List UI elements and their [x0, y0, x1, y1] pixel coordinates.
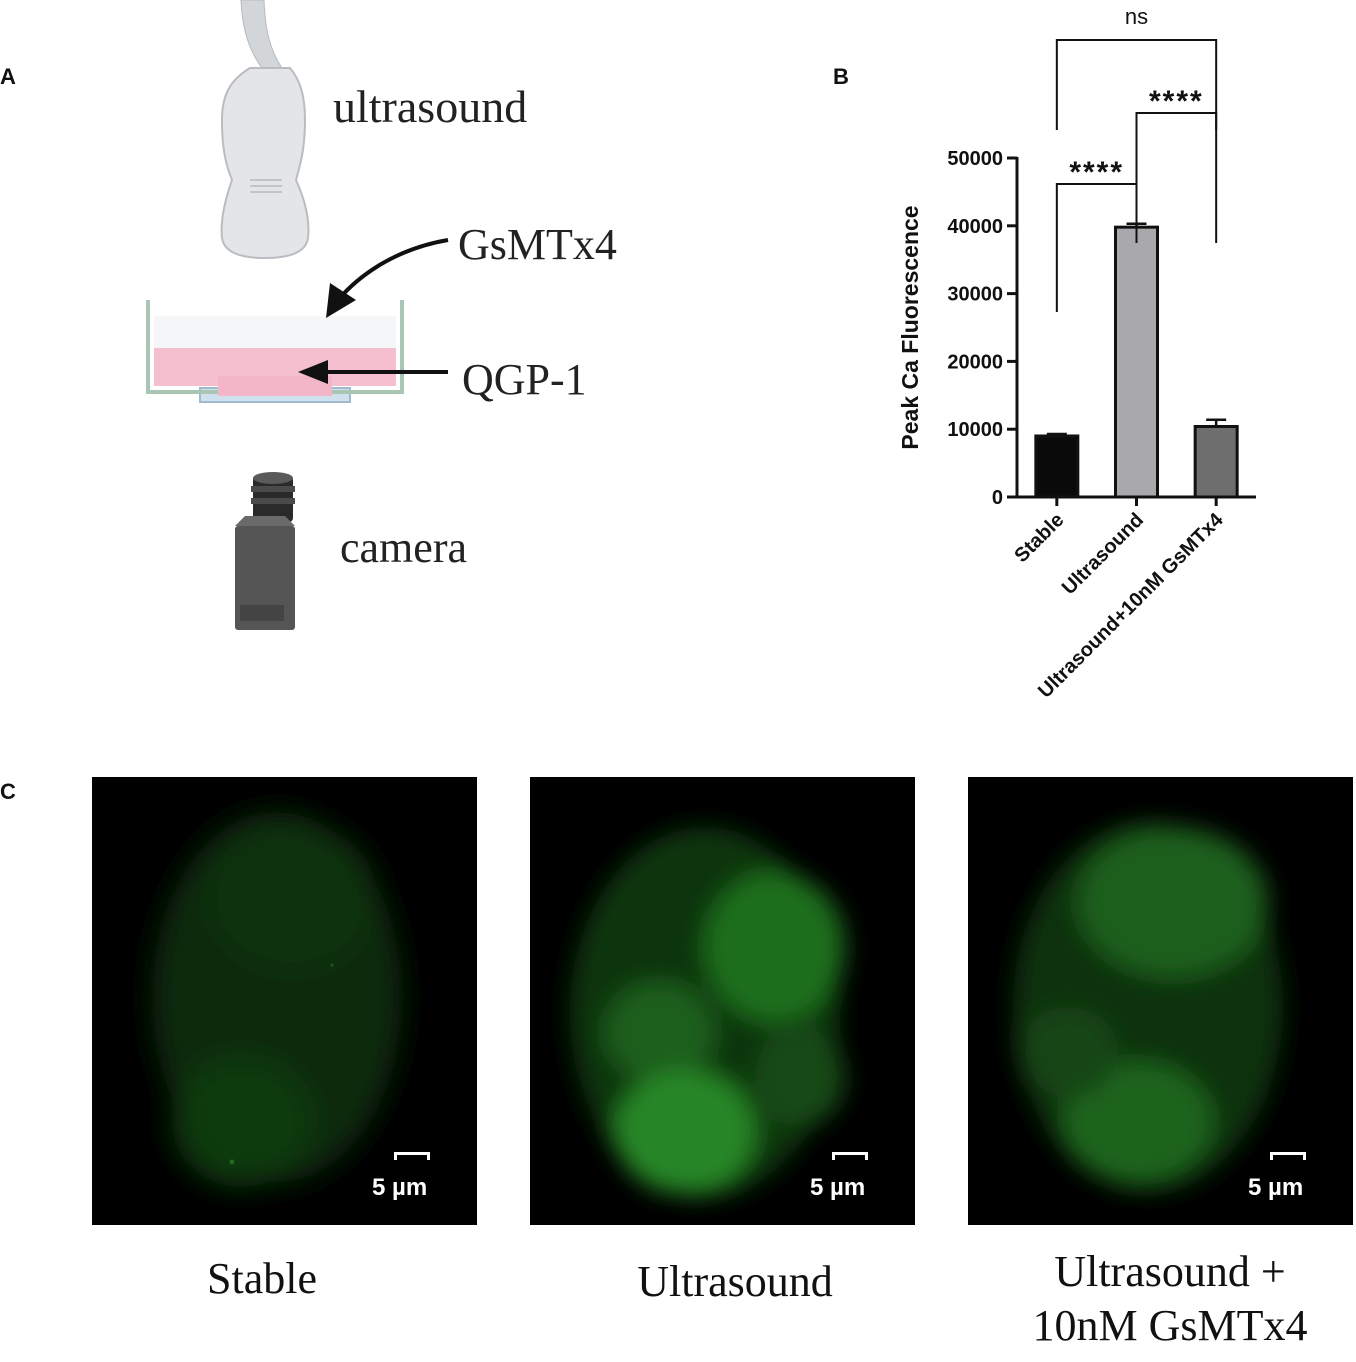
camera-icon [235, 472, 295, 630]
scale-bar [394, 1152, 430, 1160]
scale-bar [1270, 1152, 1306, 1160]
panel-b-letter: B [833, 64, 849, 89]
scale-bar-label: 5 µm [810, 1174, 866, 1201]
panel-a-schematic: ultrasound GsMTx4 QGP-1 camera [0, 0, 820, 700]
qgp1-label: QGP-1 [462, 355, 587, 404]
caption-line: Ultrasound + [1054, 1247, 1286, 1296]
ultrasound-label: ultrasound [333, 81, 528, 132]
schematic-drawing [146, 0, 449, 630]
micrograph-stable: 5 µm [92, 777, 477, 1225]
y-tick-label: 30000 [947, 284, 1003, 306]
bar [1193, 424, 1239, 499]
ultrasound-probe-icon [220, 0, 310, 260]
significance-bracket [1055, 39, 1218, 130]
micrograph-ultrasound: 5 µm [530, 777, 915, 1225]
y-axis-title: Peak Ca Fluorescence [897, 205, 923, 449]
caption-ultrasound: Ultrasound [560, 1255, 910, 1309]
significance-label: **** [1069, 156, 1124, 189]
y-tick-label: 0 [992, 487, 1003, 509]
scale-bar-label: 5 µm [372, 1174, 428, 1201]
y-tick-label: 20000 [947, 351, 1003, 373]
caption-ultrasound-gsmtx4: Ultrasound + 10nM GsMTx4 [985, 1245, 1355, 1352]
bar [1034, 434, 1080, 499]
y-tick-label: 40000 [947, 216, 1003, 238]
panel-a-letter: A [0, 64, 16, 89]
gsmtx4-label: GsMTx4 [458, 220, 617, 269]
caption-line: 10nM GsMTx4 [1032, 1300, 1308, 1350]
significance-label: **** [1149, 85, 1204, 118]
caption-line: Ultrasound [637, 1257, 833, 1306]
caption-stable: Stable [92, 1252, 432, 1306]
scale-bar [832, 1152, 868, 1160]
scale-bar-label: 5 µm [1248, 1174, 1304, 1201]
camera-label: camera [340, 523, 467, 572]
panel-c-letter: C [0, 779, 16, 804]
bar [1114, 225, 1159, 499]
significance-bracket [1135, 112, 1218, 243]
drug-arrow-icon [336, 238, 449, 302]
x-tick-label: Stable [1010, 509, 1068, 567]
caption-line: Stable [207, 1254, 317, 1303]
micrograph-ultrasound-gsmtx4: 5 µm [968, 777, 1353, 1225]
y-tick-label: 10000 [947, 419, 1003, 441]
culture-dish-icon [146, 300, 404, 403]
significance-label: ns [1125, 4, 1148, 29]
y-tick-label: 50000 [947, 148, 1003, 170]
